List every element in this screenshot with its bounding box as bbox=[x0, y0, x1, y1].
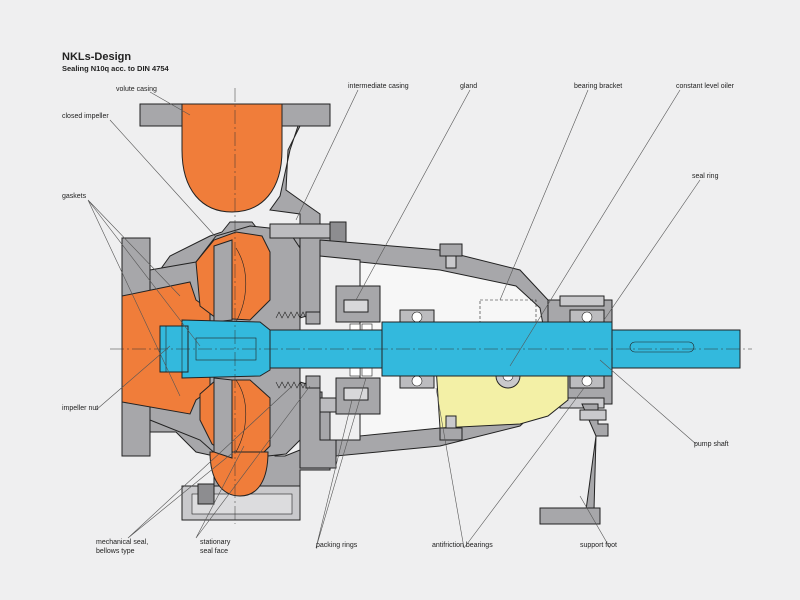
label-pump-shaft: pump shaft bbox=[694, 441, 729, 448]
antifriction-bearing-left bbox=[399, 309, 435, 389]
bracket-bottom-bolt bbox=[439, 415, 463, 441]
label-constant-level-oiler: constant level oiler bbox=[676, 83, 735, 90]
label-mechanical-seal-2: bellows type bbox=[96, 548, 135, 555]
gland bbox=[335, 285, 381, 415]
label-volute-casing: volute casing bbox=[116, 86, 157, 93]
label-stationary-seal-face-2: seal face bbox=[200, 548, 228, 555]
antifriction-bearing-right bbox=[569, 309, 605, 389]
bracket-top-bolt bbox=[439, 243, 463, 269]
diagram-title: NKLs-Design bbox=[62, 51, 131, 63]
label-antifriction-bearings: antifriction bearings bbox=[432, 542, 493, 549]
label-gland: gland bbox=[460, 83, 477, 90]
label-gaskets: gaskets bbox=[62, 193, 87, 200]
label-packing-rings: packing rings bbox=[316, 542, 358, 549]
support-foot bbox=[539, 403, 609, 525]
label-impeller-nut: impeller nut bbox=[62, 405, 98, 412]
closed-impeller bbox=[213, 239, 247, 459]
label-seal-ring: seal ring bbox=[692, 173, 719, 180]
leader-lines bbox=[87, 89, 701, 549]
centerline bbox=[110, 88, 752, 524]
label-stationary-seal-face-1: stationary bbox=[200, 539, 231, 546]
label-intermediate-casing: intermediate casing bbox=[348, 83, 409, 90]
label-closed-impeller: closed impeller bbox=[62, 113, 109, 120]
label-support-foot: support foot bbox=[580, 542, 617, 549]
label-bearing-bracket: bearing bracket bbox=[574, 83, 622, 90]
diagram-subtitle: Sealing N10q acc. to DIN 4754 bbox=[62, 64, 170, 73]
label-mechanical-seal-1: mechanical seal, bbox=[96, 539, 148, 546]
mechanical-seal bbox=[275, 311, 321, 389]
